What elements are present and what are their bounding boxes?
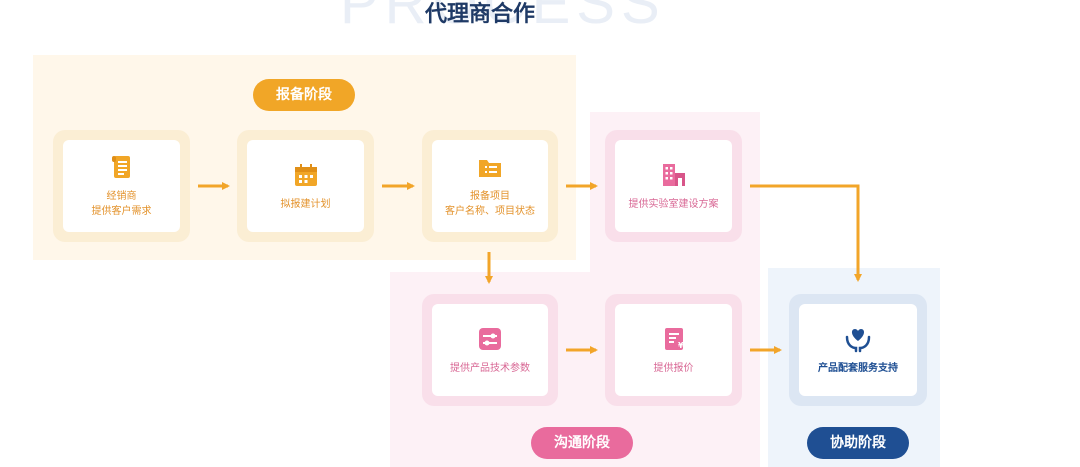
step-card-7: 产品配套服务支持 <box>789 294 927 406</box>
process-watermark: PROCESS <box>340 0 666 36</box>
step5-label: 提供产品技术参数 <box>450 362 530 374</box>
stage-badge-goutong: 沟通阶段 <box>531 427 633 459</box>
step-card-1: 经销商 提供客户需求 <box>53 130 190 242</box>
step1-label-line2: 提供客户需求 <box>91 206 152 217</box>
step-card-4: 提供实验室建设方案 <box>605 130 742 242</box>
step-card-2: 拟报建计划 <box>237 130 374 242</box>
step-card-6: ¥ 提供报价 <box>605 294 742 406</box>
step3-label-line1: 报备项目 <box>470 191 510 202</box>
step-card-5: 提供产品技术参数 <box>422 294 558 406</box>
step7-label: 产品配套服务支持 <box>818 362 898 374</box>
stage-badge-xiezhu: 协助阶段 <box>807 427 909 459</box>
step2-label: 拟报建计划 <box>280 198 331 210</box>
step1-label-line1: 经销商 <box>106 191 137 202</box>
step4-label: 提供实验室建设方案 <box>628 198 719 210</box>
scroll-icon <box>111 156 130 178</box>
calendar-icon <box>294 163 317 186</box>
stage-badge-baobei: 报备阶段 <box>253 79 355 111</box>
arrow-4-to-7 <box>750 184 862 282</box>
step6-label: 提供报价 <box>653 362 694 374</box>
step3-label-line2: 客户名称、项目状态 <box>445 206 535 217</box>
svg-text:¥: ¥ <box>678 341 684 350</box>
step-card-3: 报备项目 客户名称、项目状态 <box>422 130 558 242</box>
page-title: 代理商合作 <box>424 2 535 27</box>
folder-icon <box>479 160 501 177</box>
invoice-icon: ¥ <box>664 327 684 350</box>
building-icon <box>662 163 685 186</box>
heart-hands-icon <box>845 328 871 352</box>
sliders-icon <box>479 327 501 350</box>
